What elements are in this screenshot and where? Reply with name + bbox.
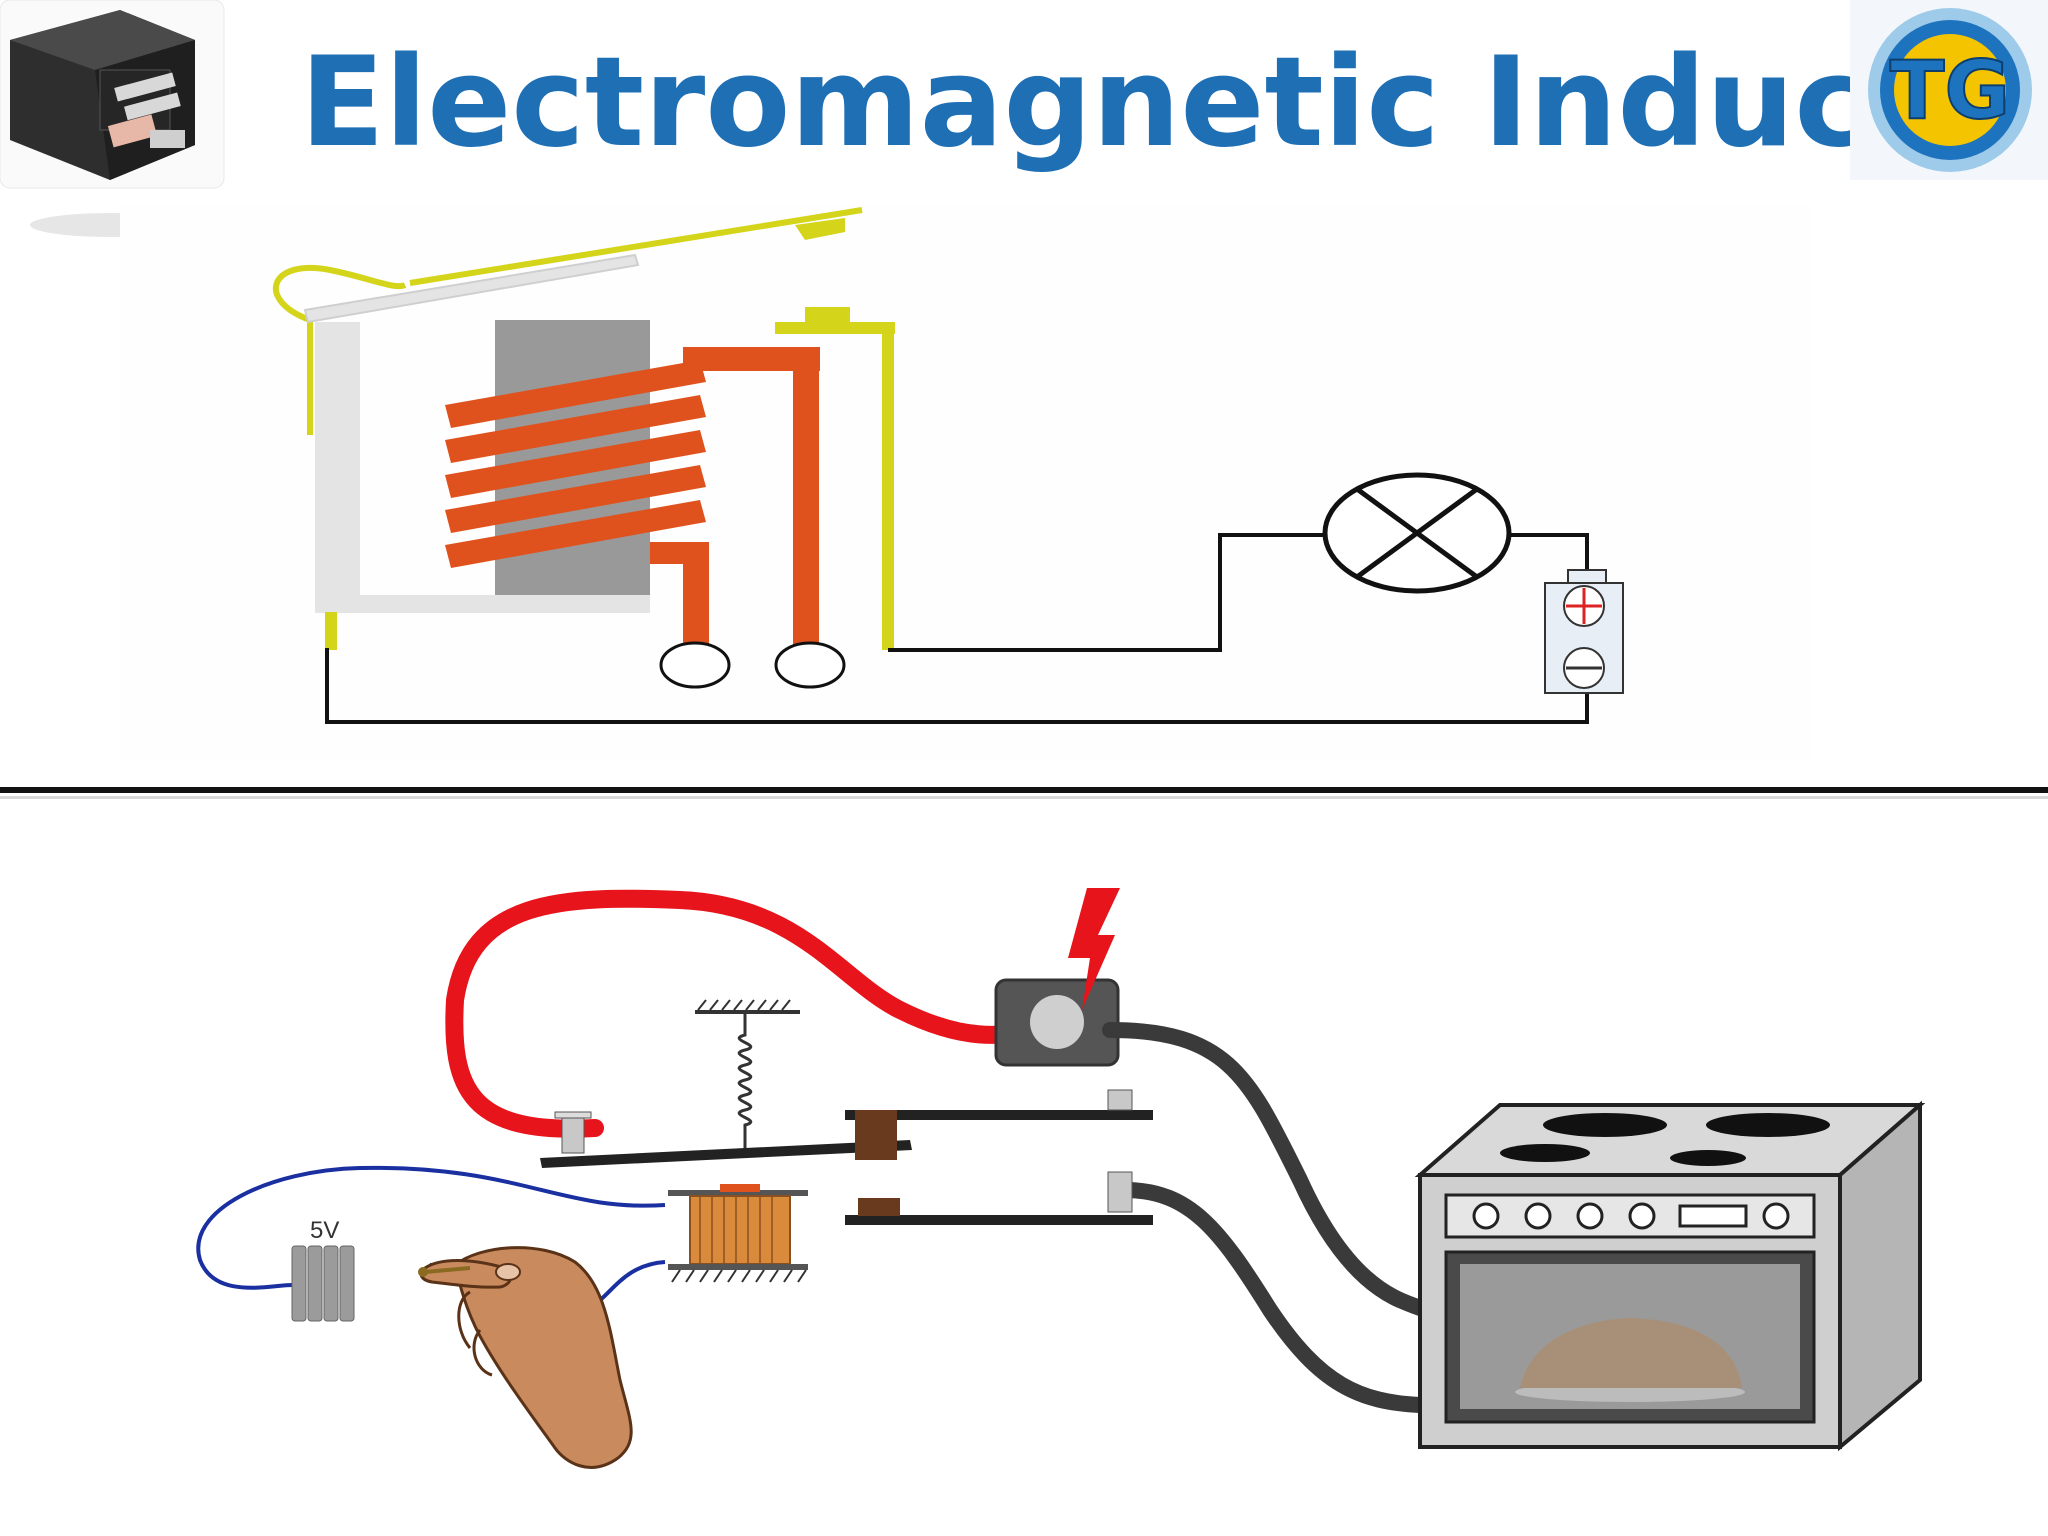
battery-voltage-label: 5V [310, 1217, 339, 1244]
oven [1414, 1100, 1926, 1452]
spring [737, 1014, 753, 1150]
tg-logo: TG [1850, 0, 2048, 180]
red-wire [445, 889, 1064, 1138]
wire-lamp-to-battery [1510, 533, 1589, 575]
section-divider [0, 787, 2048, 793]
slide-title: Electromagnetic Induction [300, 31, 2048, 175]
lamp-symbol [1322, 472, 1512, 594]
coil-terminal-right [774, 641, 846, 689]
relay-application-illustration: 5V [196, 888, 1926, 1469]
spark-icon [1068, 888, 1120, 1010]
relay-photo [0, 0, 225, 237]
coil-terminal-left [659, 641, 731, 689]
contact-spring-wire [273, 265, 407, 435]
armature [303, 253, 640, 324]
upper-contact-bar [845, 1110, 1153, 1120]
lower-contact-bar [845, 1215, 1153, 1225]
control-wire-upper [196, 1165, 666, 1290]
power-cable-upper [1102, 1022, 1428, 1316]
lever-contact [540, 1140, 912, 1168]
electromagnet-coil [668, 1184, 808, 1283]
power-cable-lower [1117, 1182, 1428, 1413]
battery-symbol [1544, 569, 1624, 694]
hand-illustration [418, 1246, 633, 1469]
relay-schematic [120, 205, 1810, 760]
coil [445, 347, 820, 647]
logo-letters: TG [1890, 44, 2010, 137]
fixed-contact-cap [805, 307, 850, 325]
relay-frame [315, 322, 360, 612]
battery-5v: 5V [291, 1217, 355, 1322]
wire-return [325, 648, 1589, 724]
wire-contact-to-lamp [888, 533, 1325, 652]
moving-contact [409, 207, 863, 286]
